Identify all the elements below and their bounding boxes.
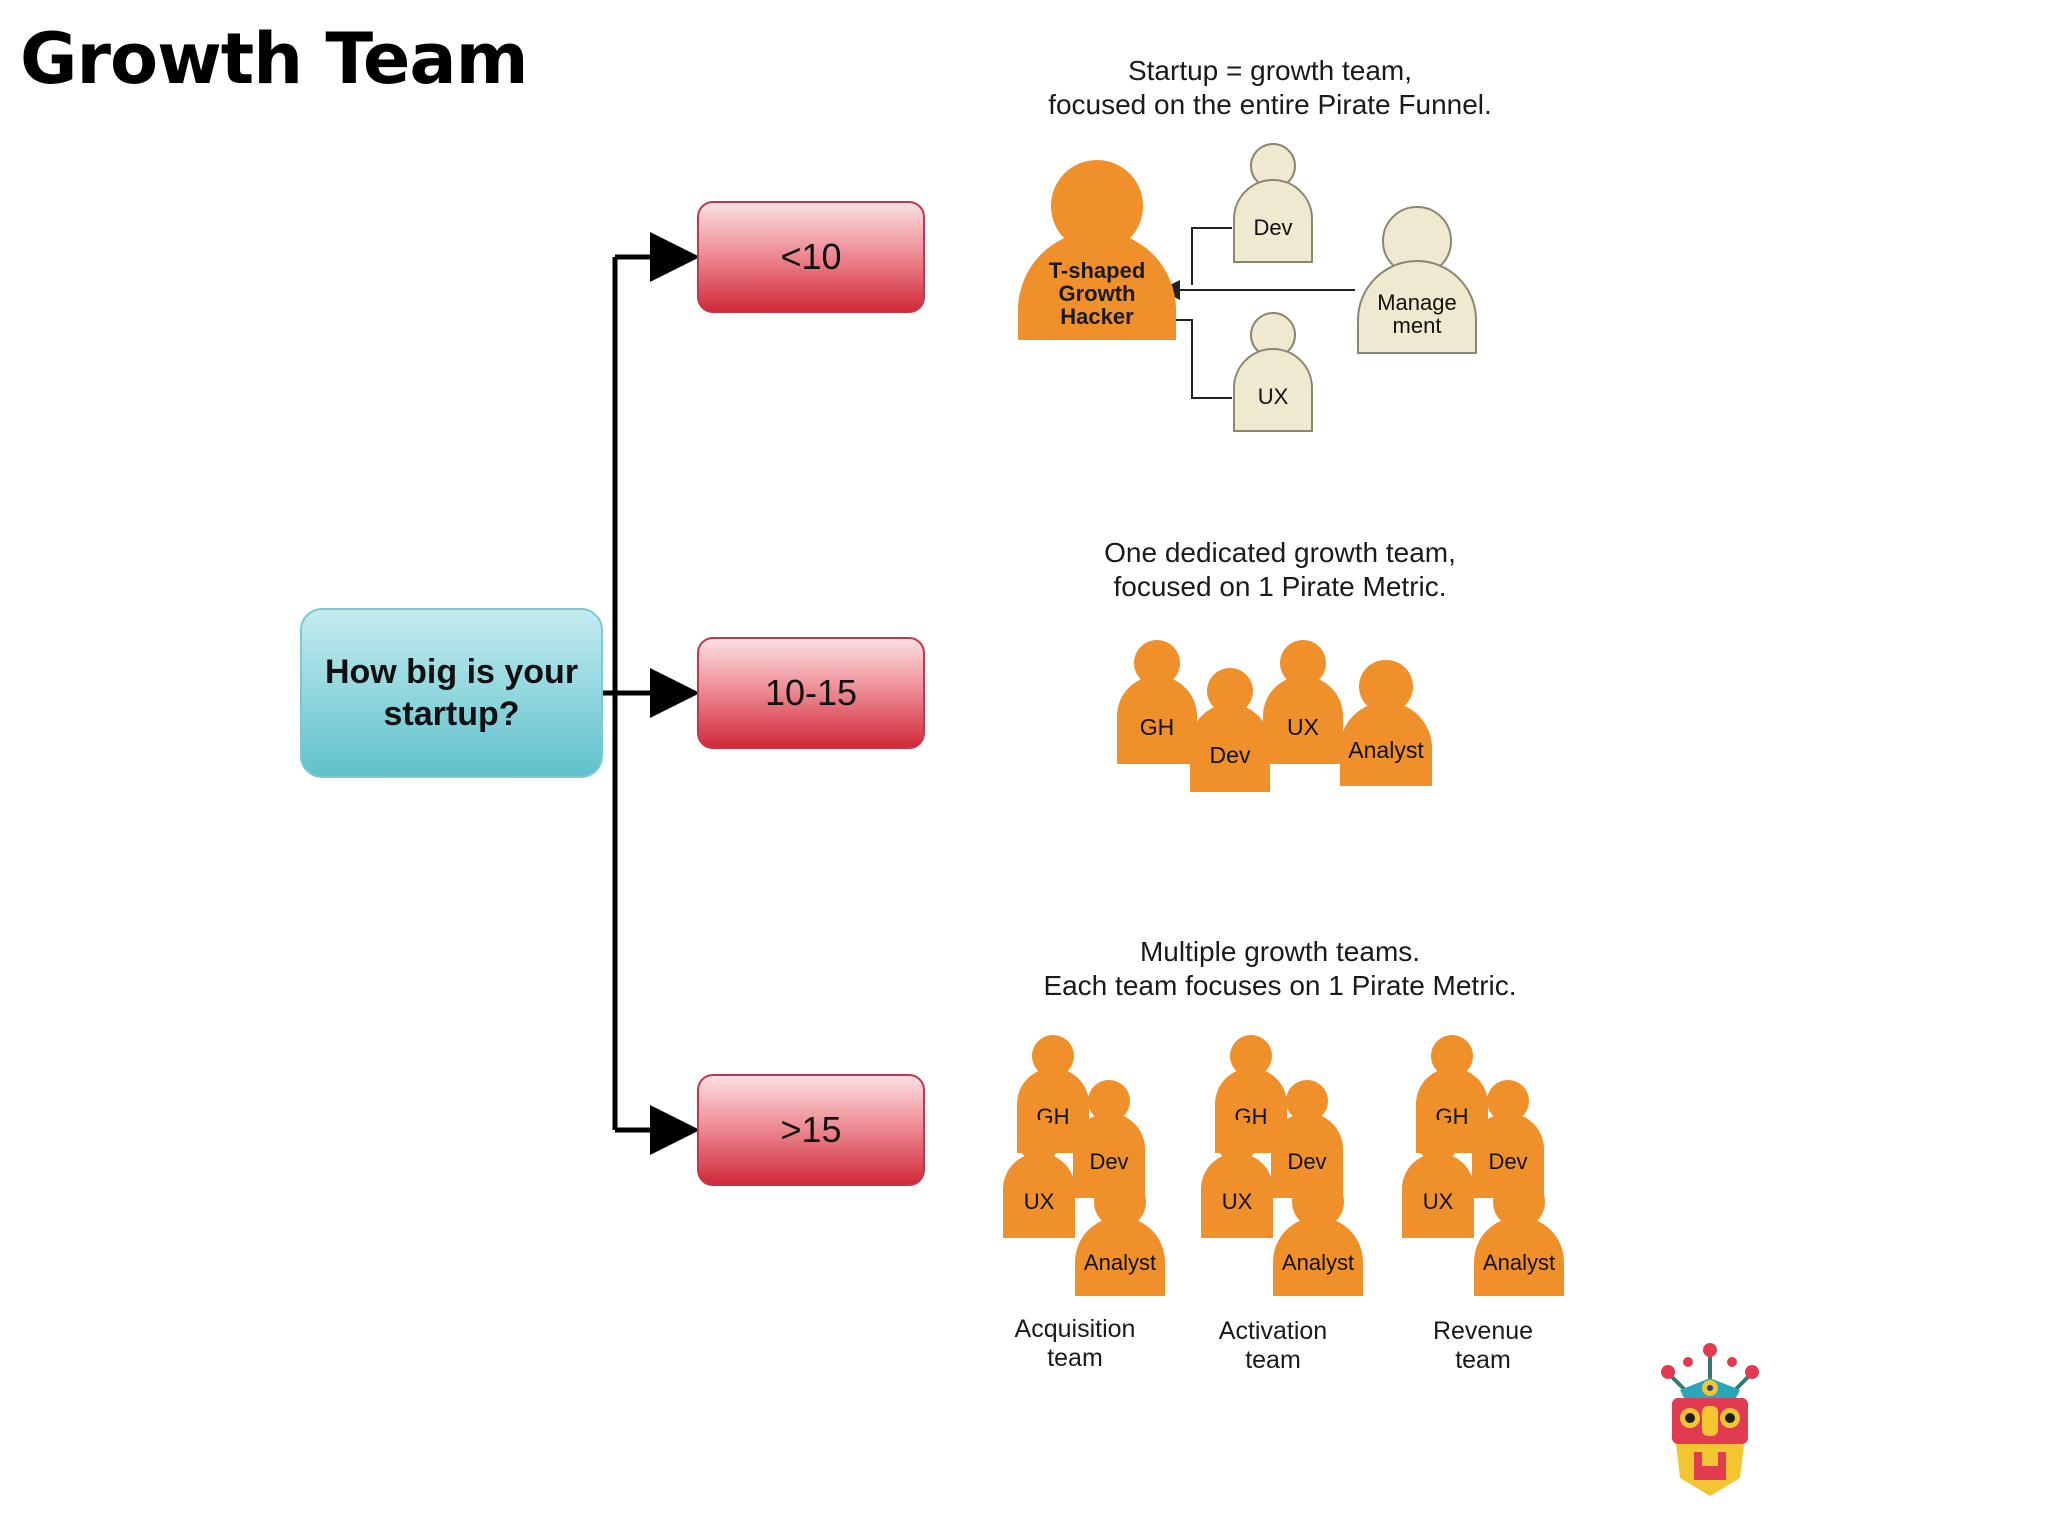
page-title: Growth Team <box>20 18 529 100</box>
person-team-0-dev: Dev <box>1073 1080 1145 1198</box>
person-label: Hacker <box>1060 304 1134 330</box>
person-label: T-shaped <box>1048 258 1146 284</box>
person-label: Analyst <box>1348 737 1424 764</box>
size-box-small: <10 <box>697 201 925 313</box>
person-label: Dev <box>1287 1149 1327 1175</box>
person-label: UX <box>1422 1189 1454 1215</box>
caption-small-line-1: Startup = growth team, <box>1127 55 1413 86</box>
person-body: Analyst <box>1474 1216 1564 1296</box>
person-label: Dev <box>1488 1149 1528 1175</box>
person-label: GH <box>1139 713 1175 740</box>
person-medium-gh: GH <box>1117 640 1197 764</box>
caption-medium: One dedicated growth team, focused on 1 … <box>1030 536 1530 604</box>
caption-large-line-1: Multiple growth teams. <box>1139 936 1421 967</box>
question-line-2: startup? <box>383 695 520 733</box>
caption-small: Startup = growth team, focused on the en… <box>1010 54 1530 122</box>
caption-medium-line-1: One dedicated growth team, <box>1104 537 1456 568</box>
person-ux: UX <box>1233 312 1313 432</box>
person-body: Analyst <box>1340 701 1432 786</box>
person-body: GH <box>1117 676 1197 764</box>
person-medium-ux: UX <box>1263 640 1343 764</box>
team-label-revenue: Revenue team <box>1432 1317 1534 1374</box>
caption-large: Multiple growth teams. Each team focuses… <box>1000 935 1560 1003</box>
person-label: UX <box>1287 713 1319 740</box>
caption-large-line-2: Each team focuses on 1 Pirate Metric. <box>1043 970 1517 1001</box>
person-label: Growth <box>1058 281 1136 307</box>
person-body: UX <box>1003 1152 1075 1238</box>
person-body: Analyst <box>1075 1216 1165 1296</box>
person-team-1-ux: UX <box>1201 1120 1273 1238</box>
person-label: Analyst <box>1083 1249 1157 1275</box>
dev-connector <box>1191 227 1232 285</box>
person-body: UX <box>1263 676 1343 764</box>
person-label: Dev <box>1209 741 1251 768</box>
person-team-1-analyst: Analyst <box>1273 1176 1363 1296</box>
question-box: How big is your startup? <box>300 608 603 778</box>
person-label: Dev <box>1253 214 1293 240</box>
team-label-acquisition: Acquisition team <box>1014 1315 1136 1372</box>
person-label: UX <box>1257 383 1289 409</box>
person-medium-analyst: Analyst <box>1340 660 1432 786</box>
person-team-0-ux: UX <box>1003 1120 1075 1238</box>
person-team-2-analyst: Analyst <box>1474 1176 1564 1296</box>
caption-small-line-2: focused on the entire Pirate Funnel. <box>1048 89 1492 120</box>
person-label: UX <box>1221 1189 1253 1215</box>
person-body: Dev <box>1190 704 1270 792</box>
person-label: Manage <box>1377 290 1457 316</box>
tribal-mask-logo-icon <box>1661 1343 1759 1496</box>
person-team-2-ux: UX <box>1402 1120 1474 1238</box>
person-label: UX <box>1023 1189 1055 1215</box>
person-label: ment <box>1392 313 1442 339</box>
caption-medium-line-2: focused on 1 Pirate Metric. <box>1113 571 1447 602</box>
person-body: UX <box>1233 348 1313 432</box>
person-dev: Dev <box>1233 143 1313 263</box>
person-label: Dev <box>1089 1149 1129 1175</box>
person-body: Dev <box>1233 179 1313 263</box>
question-line-1: How big is your <box>324 653 579 691</box>
person-body: UX <box>1402 1152 1474 1238</box>
person-label: Analyst <box>1482 1249 1556 1275</box>
person-body: Analyst <box>1273 1216 1363 1296</box>
person-label: Analyst <box>1281 1249 1355 1275</box>
size-box-medium: 10-15 <box>697 637 925 749</box>
team-label-activation: Activation team <box>1218 1317 1328 1374</box>
person-team-0-analyst: Analyst <box>1075 1176 1165 1296</box>
person-medium-dev: Dev <box>1190 668 1270 792</box>
size-box-large: >15 <box>697 1074 925 1186</box>
person-body: UX <box>1201 1152 1273 1238</box>
